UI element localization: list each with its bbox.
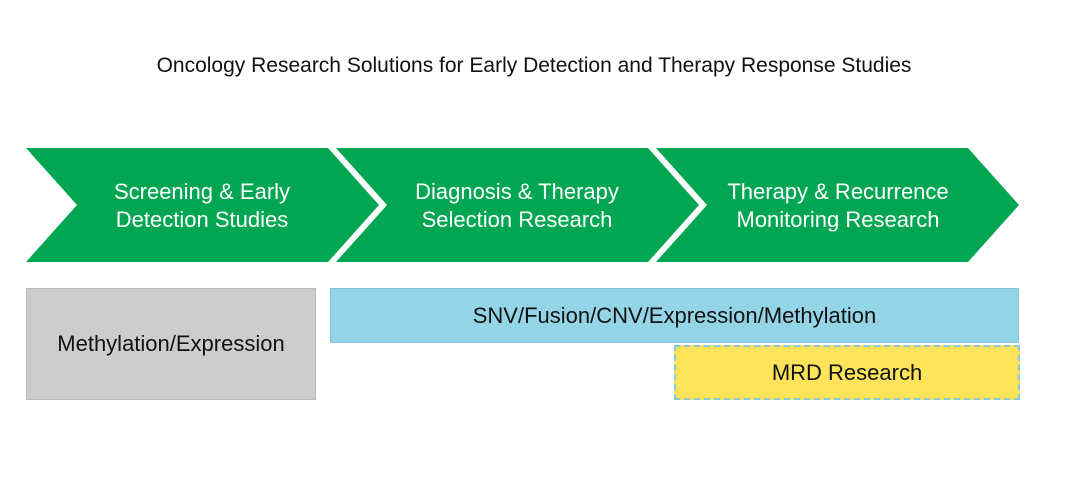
snv-fusion-box: SNV/Fusion/CNV/Expression/Methylation	[330, 288, 1019, 343]
stage-3-chevron	[656, 148, 1019, 262]
mrd-research-box: MRD Research	[674, 345, 1020, 400]
stage-1-label: Screening & Early Detection Studies	[70, 176, 334, 236]
stage-3-line1: Therapy & Recurrence	[727, 179, 949, 204]
stage-1-chevron	[26, 148, 379, 262]
stage-1-line2: Detection Studies	[115, 207, 289, 232]
stage-2-label: Diagnosis & Therapy Selection Research	[384, 176, 650, 236]
stage-2-chevron	[336, 148, 699, 262]
stage-1-line1: Screening & Early	[113, 179, 291, 204]
stage-3-line2: Monitoring Research	[736, 207, 940, 232]
stage-3-label: Therapy & Recurrence Monitoring Research	[704, 176, 972, 236]
methylation-expression-box: Methylation/Expression	[26, 288, 316, 400]
diagram-title: Oncology Research Solutions for Early De…	[156, 54, 912, 77]
stage-2-line1: Diagnosis & Therapy	[415, 179, 619, 204]
stage-2-line2: Selection Research	[421, 207, 613, 232]
